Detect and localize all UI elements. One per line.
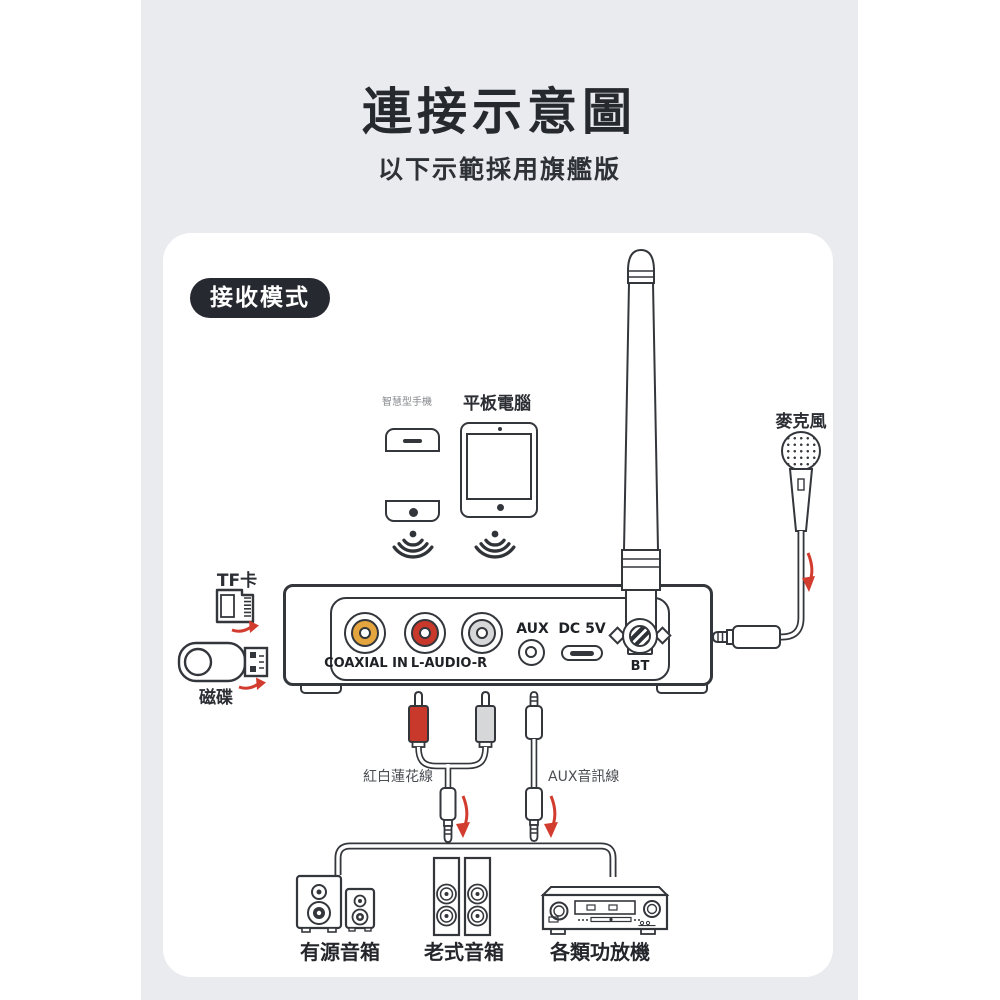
smartphone-icon — [385, 428, 440, 522]
usb-disk-icon — [177, 641, 269, 683]
rca-cable-label: 紅白蓮花線 — [363, 769, 433, 785]
rca-cable-icon — [408, 690, 496, 843]
coaxial-port — [344, 612, 386, 654]
rca-left-port — [404, 612, 446, 654]
tablet-label: 平板電腦 — [463, 394, 531, 414]
powered-speakers-label: 有源音箱 — [300, 940, 380, 964]
arrow-right-icon — [238, 677, 266, 690]
bt-port-label: BT — [630, 659, 650, 674]
page-subtitle: 以下示範採用旗艦版 — [377, 155, 621, 184]
powered-speakers-icon — [295, 874, 376, 933]
rca-right-port — [461, 612, 503, 654]
coaxial-port-label: COAXIAL IN — [324, 656, 408, 671]
tablet-icon — [460, 422, 538, 518]
wifi-signal-icon — [474, 530, 516, 559]
aux-cable-icon — [525, 691, 558, 842]
amplifier-label: 各類功放機 — [550, 940, 650, 964]
page-title: 連接示意圖 — [362, 83, 637, 141]
bluetooth-antenna-icon — [621, 248, 661, 633]
usb-disk-label: 磁碟 — [199, 688, 233, 708]
vintage-speakers-label: 老式音箱 — [424, 940, 504, 964]
bt-antenna-connector — [622, 618, 658, 654]
diagram-panel: 接收模式 智慧型手機 平板電腦 麥克風 TF卡 磁碟 — [163, 233, 833, 977]
arrow-right-icon — [231, 620, 259, 633]
aux-cable-label: AUX音訊線 — [548, 769, 620, 785]
vintage-speakers-icon — [432, 856, 492, 937]
rca-port-label: L-AUDIO-R — [410, 656, 488, 671]
mic-label: 麥克風 — [775, 412, 827, 432]
mode-badge: 接收模式 — [190, 278, 330, 318]
dc-port-label: DC 5V — [558, 621, 606, 637]
microphone-head-icon — [781, 431, 821, 471]
aux-port — [518, 639, 545, 666]
connection-bracket — [334, 842, 617, 877]
wifi-signal-icon — [392, 530, 434, 559]
dc-power-port — [561, 645, 603, 661]
phone-label: 智慧型手機 — [382, 397, 432, 408]
tf-card-label: TF卡 — [216, 571, 258, 591]
aux-port-label: AUX — [516, 621, 549, 637]
amplifier-icon — [540, 886, 670, 935]
tf-card-icon — [215, 588, 255, 624]
microphone-cable-icon — [711, 468, 815, 649]
